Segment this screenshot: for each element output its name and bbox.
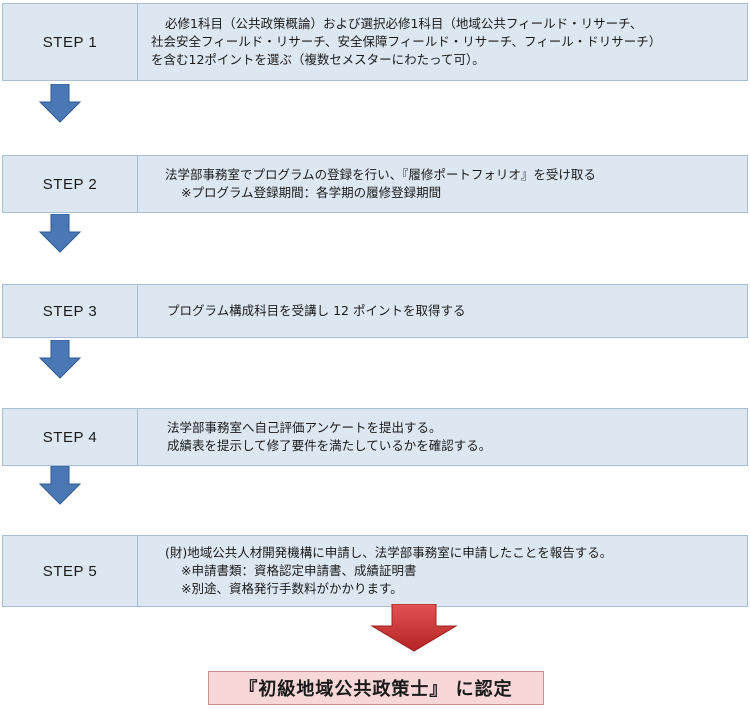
down-arrow-3 bbox=[38, 340, 82, 379]
down-arrow-2 bbox=[38, 214, 82, 253]
certification-result-box: 『初級地域公共政策士』 に認定 bbox=[208, 671, 544, 705]
step-3-line-1: プログラム構成科目を受講し 12 ポイントを取得する bbox=[167, 303, 466, 318]
step-1-label: STEP 1 bbox=[3, 4, 138, 80]
step-3-box: STEP 3 プログラム構成科目を受講し 12 ポイントを取得する bbox=[2, 284, 748, 338]
step-5-description: (財)地域公共人材開発機構に申請し、法学部事務室に申請したことを報告する。 ※申… bbox=[151, 536, 739, 606]
step-5-line-3: ※別途、資格発行手数料がかかります。 bbox=[181, 581, 403, 596]
step-1-box: STEP 1 必修1科目（公共政策概論）および選択必修1科目（地域公共フィールド… bbox=[2, 3, 748, 81]
step-3-description: プログラム構成科目を受講し 12 ポイントを取得する bbox=[151, 285, 739, 337]
step-5-label: STEP 5 bbox=[3, 536, 138, 606]
step-4-label: STEP 4 bbox=[3, 409, 138, 465]
step-1-description: 必修1科目（公共政策概論）および選択必修1科目（地域公共フィールド・リサーチ、 … bbox=[151, 4, 739, 80]
step-2-line-2: ※プログラム登録期間：各学期の履修登録期間 bbox=[181, 185, 442, 200]
step-1-line-1: 必修1科目（公共政策概論）および選択必修1科目（地域公共フィールド・リサーチ、 bbox=[165, 16, 643, 31]
step-1-line-2: 社会安全フィールド・リサーチ、安全保障フィールド・リサーチ、フィール・ドリサーチ… bbox=[151, 34, 662, 49]
down-arrow-4 bbox=[38, 466, 82, 505]
step-5-line-1: (財)地域公共人材開発機構に申請し、法学部事務室に申請したことを報告する。 bbox=[165, 545, 613, 560]
step-2-box: STEP 2 法学部事務室でプログラムの登録を行い、『履修ポートフォリオ』を受け… bbox=[2, 155, 748, 213]
step-5-box: STEP 5 (財)地域公共人材開発機構に申請し、法学部事務室に申請したことを報… bbox=[2, 535, 748, 607]
step-2-description: 法学部事務室でプログラムの登録を行い、『履修ポートフォリオ』を受け取る ※プログ… bbox=[151, 156, 739, 212]
step-4-line-2: 成績表を提示して修了要件を満たしているかを確認する。 bbox=[167, 438, 492, 453]
step-2-line-1: 法学部事務室でプログラムの登録を行い、『履修ポートフォリオ』を受け取る bbox=[165, 167, 596, 182]
step-4-box: STEP 4 法学部事務室へ自己評価アンケートを提出する。 成績表を提示して修了… bbox=[2, 408, 748, 466]
step-4-description: 法学部事務室へ自己評価アンケートを提出する。 成績表を提示して修了要件を満たして… bbox=[151, 409, 739, 465]
step-5-line-2: ※申請書類：資格認定申請書、成績証明書 bbox=[181, 563, 417, 578]
step-3-label: STEP 3 bbox=[3, 285, 138, 337]
down-arrow-1 bbox=[38, 84, 82, 123]
step-4-line-1: 法学部事務室へ自己評価アンケートを提出する。 bbox=[167, 420, 442, 435]
step-1-line-3: を含む12ポイントを選ぶ（複数セメスターにわたって可）。 bbox=[151, 52, 485, 67]
result-down-arrow bbox=[370, 604, 458, 652]
step-2-label: STEP 2 bbox=[3, 156, 138, 212]
